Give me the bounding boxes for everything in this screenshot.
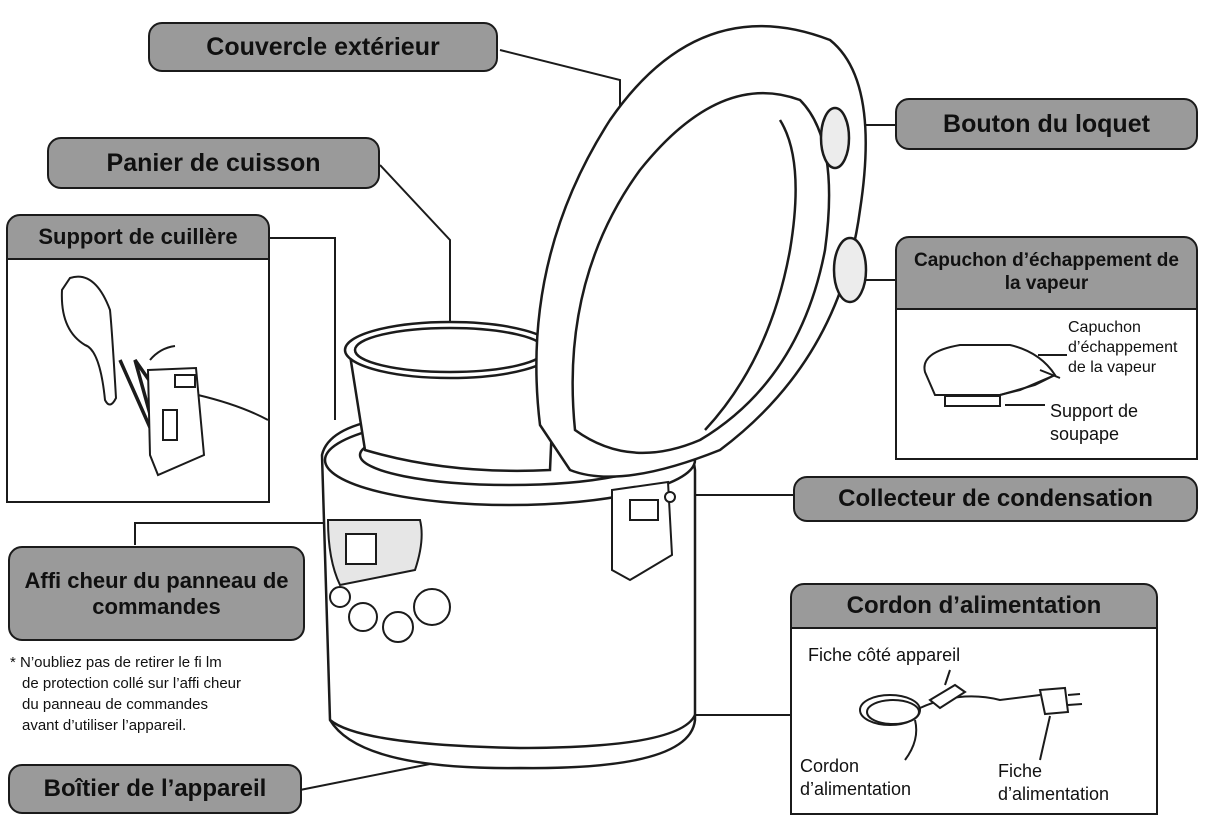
label-control-display-line1: Affi cheur du panneau de bbox=[24, 568, 289, 594]
cord-label-line1: Cordon bbox=[800, 756, 860, 776]
note-line3: du panneau de commandes bbox=[22, 696, 208, 713]
protective-film-note: * N’oubliez pas de retirer le fi lm de p… bbox=[10, 652, 241, 736]
power-plug-line2: d’alimentation bbox=[998, 783, 1110, 804]
control-panel bbox=[326, 519, 451, 643]
label-power-cord: Cordon d’alimentation bbox=[790, 583, 1158, 629]
open-lid bbox=[535, 24, 868, 478]
label-control-display-line2: commandes bbox=[92, 593, 221, 619]
power-cord-art bbox=[859, 669, 1083, 761]
note-line4: avant d’utiliser l’appareil. bbox=[22, 717, 187, 734]
spoon-holder-box bbox=[6, 258, 270, 503]
label-latch-button: Bouton du loquet bbox=[895, 98, 1198, 150]
label-steam-cap: Capuchon d’échappement de la vapeur bbox=[895, 236, 1198, 310]
label-spoon-holder: Support de cuillère bbox=[6, 214, 270, 260]
steam-cap-detail-line2: d’échappement bbox=[1068, 339, 1178, 356]
label-condensation-collector: Collecteur de condensation bbox=[793, 476, 1198, 522]
leader-display bbox=[134, 522, 340, 545]
note-line1: * N’oubliez pas de retirer le fi lm bbox=[10, 654, 222, 671]
condensation-collector-art bbox=[611, 480, 676, 582]
steam-cap-detail-label: Capuchon d’échappement de la vapeur bbox=[1068, 318, 1177, 378]
steam-cap-detail-line3: de la vapeur bbox=[1068, 359, 1157, 376]
valve-holder-label: Support de soupape bbox=[1050, 400, 1138, 445]
appliance-plug-label: Fiche côté appareil bbox=[808, 645, 961, 665]
label-control-display: Affi cheur du panneau de commandes bbox=[8, 546, 305, 641]
steam-cap-detail-line1: Capuchon bbox=[1068, 319, 1141, 336]
cord-label: Cordon d’alimentation bbox=[800, 755, 911, 800]
cord-label-line2: d’alimentation bbox=[800, 778, 912, 799]
power-plug-label: Fiche d’alimentation bbox=[998, 760, 1109, 805]
valve-holder-line1: Support de bbox=[1050, 401, 1139, 421]
steam-cap-art bbox=[923, 344, 1067, 407]
leader-spoon-holder bbox=[270, 237, 336, 420]
power-plug-line1: Fiche bbox=[998, 761, 1043, 781]
note-line2: de protection collé sur l’affi cheur bbox=[22, 675, 242, 692]
label-outer-lid: Couvercle extérieur bbox=[148, 22, 498, 72]
label-cooking-basket: Panier de cuisson bbox=[47, 137, 380, 189]
inner-basket bbox=[343, 320, 557, 473]
valve-holder-line2: soupape bbox=[1050, 423, 1120, 444]
label-body: Boîtier de l’appareil bbox=[8, 764, 302, 814]
spoon-holder-art bbox=[60, 275, 269, 477]
